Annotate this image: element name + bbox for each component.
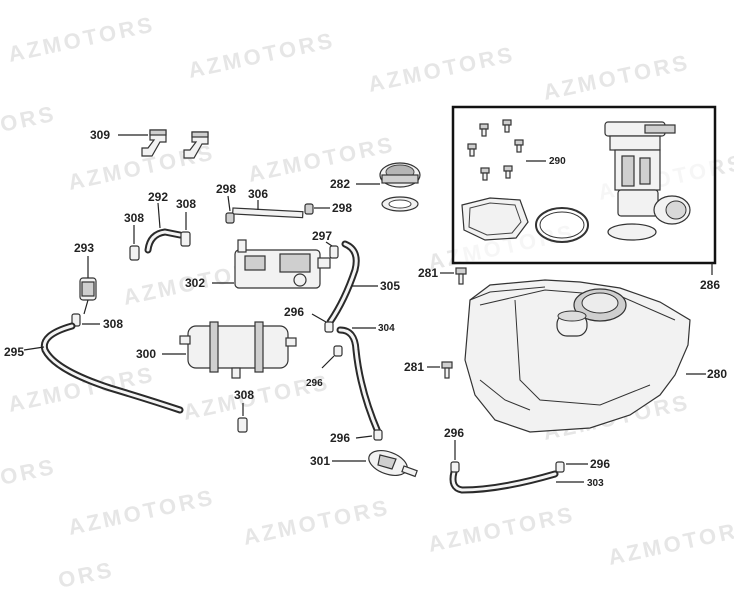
part-label-281: 281 [404,360,424,374]
watermark-partial: ORS [0,454,58,490]
bolt-281 [441,267,467,379]
part-label-302: 302 [185,276,205,290]
part-label-297: 297 [312,229,332,243]
watermark: AZMOTORS [66,484,217,540]
part-label-306: 306 [248,187,268,201]
part-label-296: 296 [306,378,323,389]
check-valve-301 [368,450,418,478]
watermark: AZMOTORS [241,494,392,550]
watermark: AZMOTORS [606,514,734,570]
clamp-296 [373,429,383,441]
watermark: AZMOTORS [6,361,157,417]
watermark: AZMOTORS [186,27,337,83]
part-label-308: 308 [124,211,144,225]
part-label-280: 280 [707,367,727,381]
part-label-296: 296 [284,305,304,319]
part-label-305: 305 [380,279,400,293]
screw-set [467,119,524,181]
part-label-308: 308 [103,317,123,331]
part-label-300: 300 [136,347,156,361]
tube-306 [225,203,314,224]
part-label-295: 295 [4,345,24,359]
fuel-filter-293 [79,266,97,315]
part-label-301: 301 [310,454,330,468]
part-label-308: 308 [176,197,196,211]
watermark: AZMOTORS [541,49,692,105]
watermark: AZMOTORS [6,11,157,67]
part-label-296: 296 [330,431,350,445]
clamp-296 [555,461,565,473]
clamp-308 [129,231,191,261]
fuel-pump-inset: 290 [451,105,717,265]
part-label-290: 290 [549,156,566,167]
watermark-partial: ORS [0,101,58,137]
watermark: AZMOTORS [426,501,577,557]
part-label-304: 304 [378,323,395,334]
part-label-281: 281 [418,266,438,280]
fuel-tank-280 [464,279,691,433]
watermark: AZMOTORS [246,131,397,187]
clamp-296 [324,321,334,333]
part-label-296: 296 [444,426,464,440]
part-label-308: 308 [234,388,254,402]
part-label-292: 292 [148,190,168,204]
canister-300 [179,321,297,379]
clamp-308 [237,417,248,433]
watermark-partial: ORS [56,557,117,593]
clamp-296 [450,461,460,473]
elbow-connector-309 [141,129,209,159]
fuel-pump-290 [604,121,691,241]
clamp-308 [71,313,81,327]
part-label-286: 286 [700,278,720,292]
valve-body-302 [234,239,331,289]
part-label-296: 296 [590,457,610,471]
part-label-298: 298 [332,201,352,215]
pump-gasket [461,197,529,241]
fuel-cap-282 [379,162,421,212]
part-label-303: 303 [587,478,604,489]
part-label-293: 293 [74,241,94,255]
part-label-309: 309 [90,128,110,142]
clamp-296 [333,345,343,357]
part-label-298: 298 [216,182,236,196]
watermark: AZMOTORS [366,41,517,97]
o-ring [535,207,589,243]
part-label-282: 282 [330,177,350,191]
clamp-297 [329,245,339,259]
